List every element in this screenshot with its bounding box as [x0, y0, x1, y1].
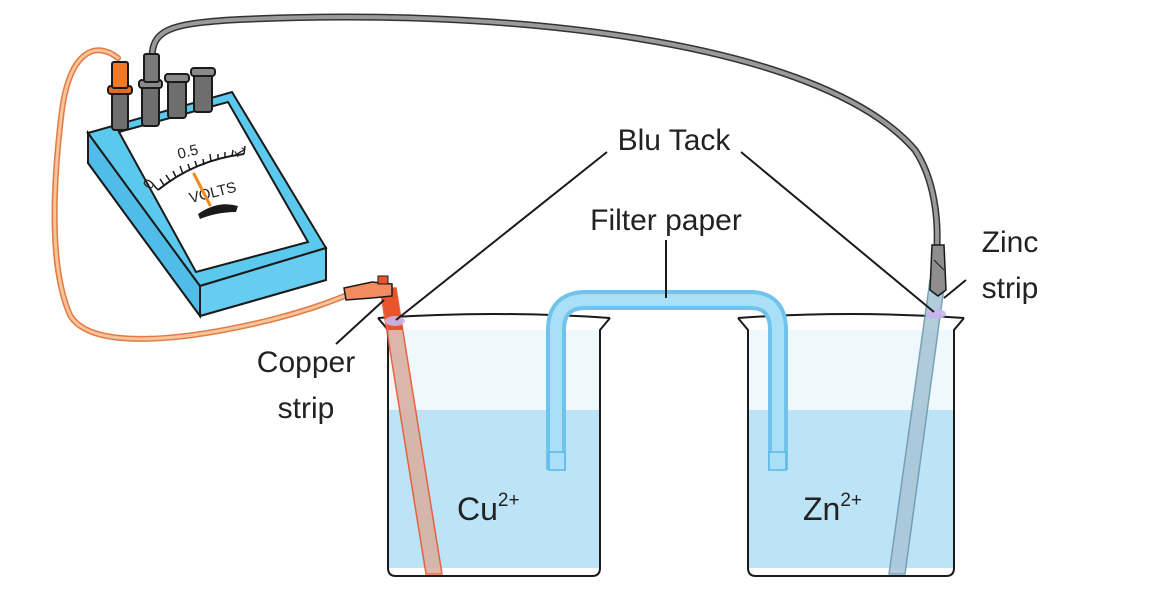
dial-ticks	[151, 145, 246, 191]
leader-lines	[335, 151, 967, 345]
copper-strip-leader	[335, 299, 385, 345]
dial-needle	[192, 172, 212, 207]
red-wire	[51, 47, 355, 342]
voltmeter-terminals	[107, 53, 216, 131]
grey-terminal-1	[138, 53, 163, 127]
copper-strip-label-line2: strip	[278, 392, 335, 425]
blu-tack-left	[385, 316, 405, 326]
zinc-ion-charge: 2+	[840, 490, 862, 511]
red-terminal	[107, 61, 133, 131]
zinc-clip	[929, 244, 947, 297]
voltmeter: 0 0.5 1 VOLTS	[86, 90, 328, 320]
blu-tack-leader-right	[740, 151, 935, 313]
copper-ion-label: Cu2+	[457, 490, 520, 527]
zinc-strip-label-line2: strip	[982, 272, 1039, 305]
filter-paper-label: Filter paper	[590, 204, 742, 237]
zinc-ion-label: Zn2+	[803, 490, 862, 527]
zinc-strip-label-line1: Zinc	[982, 226, 1039, 259]
copper-strip-label-line1: Copper	[257, 346, 355, 379]
blu-tack-leader-left	[395, 151, 608, 321]
grey-terminal-2	[164, 73, 190, 119]
copper-clip	[343, 275, 393, 301]
dial-pivot-cover	[198, 204, 238, 219]
copper-ion-charge: 2+	[498, 490, 520, 511]
grey-terminal-3	[190, 67, 216, 113]
voltmeter-right-base	[199, 246, 327, 318]
salt-bridge	[546, 290, 788, 471]
zinc-strip-leader	[943, 279, 967, 299]
blu-tack	[385, 309, 946, 326]
grey-wire	[148, 13, 941, 249]
blu-tack-label: Blu Tack	[618, 124, 732, 157]
copper-ion-symbol: Cu	[457, 491, 498, 527]
salt-bridge-right-tip	[768, 451, 787, 471]
zinc-ion-symbol: Zn	[803, 491, 840, 527]
salt-bridge-left-tip	[548, 451, 566, 471]
dial-scale-arc	[157, 153, 245, 191]
voltmeter-dial-face	[117, 100, 310, 274]
blu-tack-right	[926, 309, 946, 319]
dial-label-half: 0.5	[176, 141, 200, 163]
